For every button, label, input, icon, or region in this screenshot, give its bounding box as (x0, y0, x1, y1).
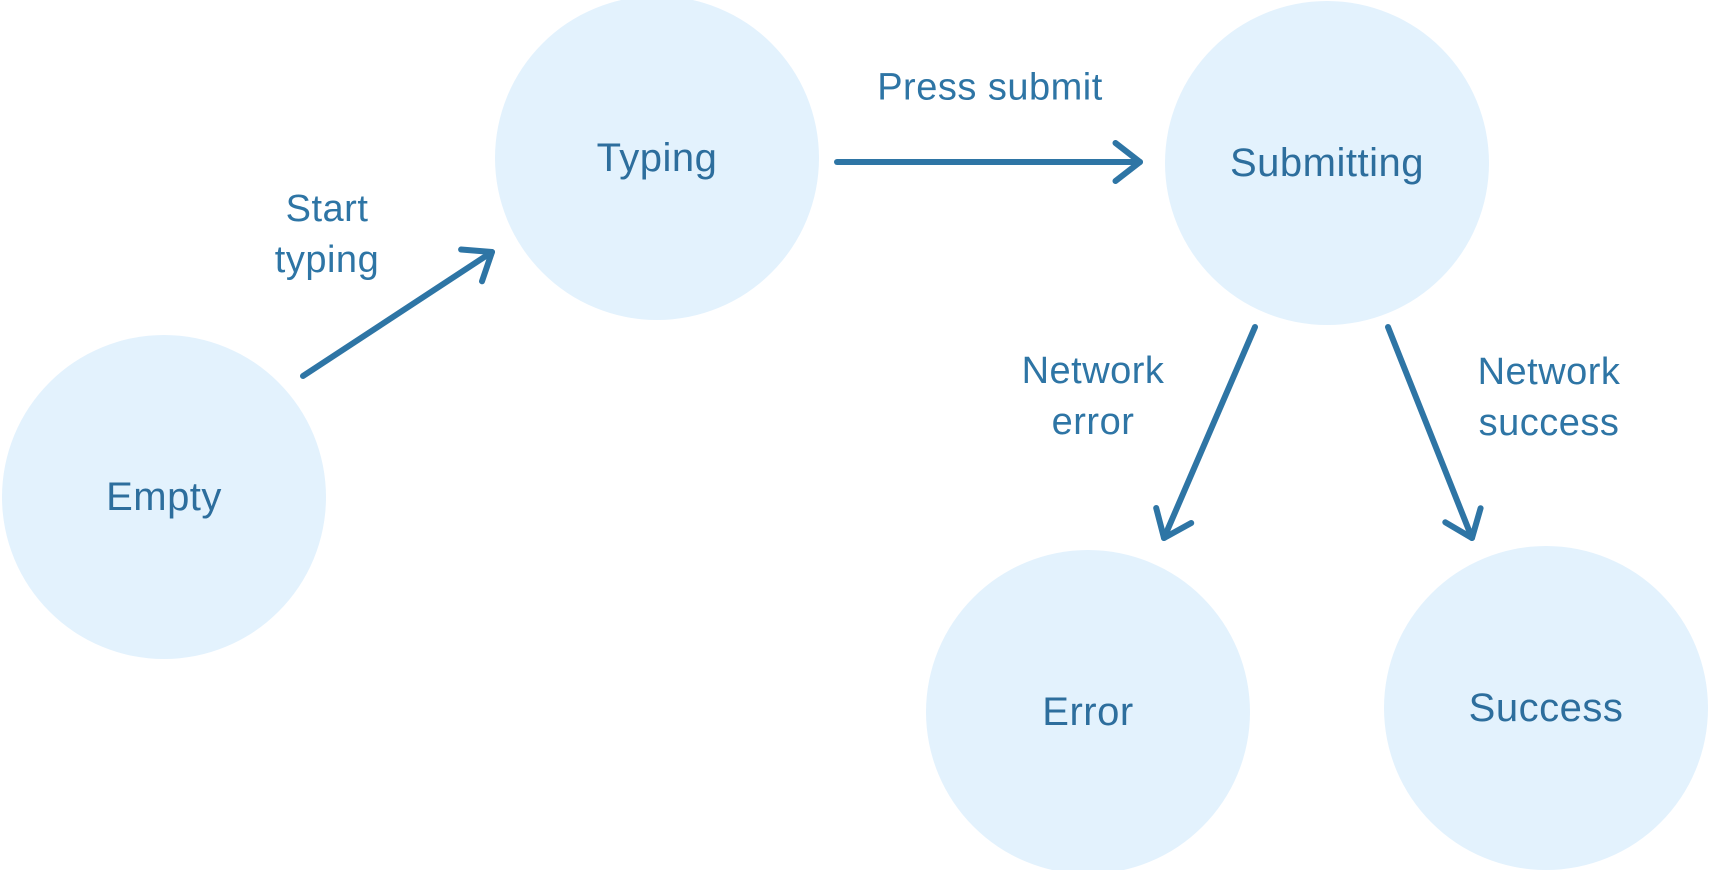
edge-label-network-success: Network success (1477, 351, 1621, 444)
state-node-typing: Typing (495, 0, 819, 320)
state-node-label: Typing (596, 135, 718, 180)
transition-arrow-press-submit (834, 140, 1143, 184)
edge-label-press-submit: Press submit (877, 66, 1103, 109)
arrowhead-icon (1112, 140, 1143, 184)
state-node-success: Success (1384, 546, 1708, 870)
arrowhead-icon (458, 246, 495, 285)
state-node-label: Empty (106, 474, 222, 519)
state-node-label: Submitting (1230, 140, 1424, 185)
edge-label-network-error: Network error (1021, 350, 1165, 443)
arrowhead-icon (1153, 505, 1195, 541)
state-node-error: Error (926, 550, 1250, 870)
state-node-empty: Empty (2, 335, 326, 659)
state-node-label: Error (1042, 689, 1134, 734)
state-node-submitting: Submitting (1165, 1, 1489, 325)
edge-label-start-typing: Start typing (274, 188, 380, 281)
arrowhead-icon (1442, 505, 1484, 541)
state-node-label: Success (1468, 685, 1624, 730)
